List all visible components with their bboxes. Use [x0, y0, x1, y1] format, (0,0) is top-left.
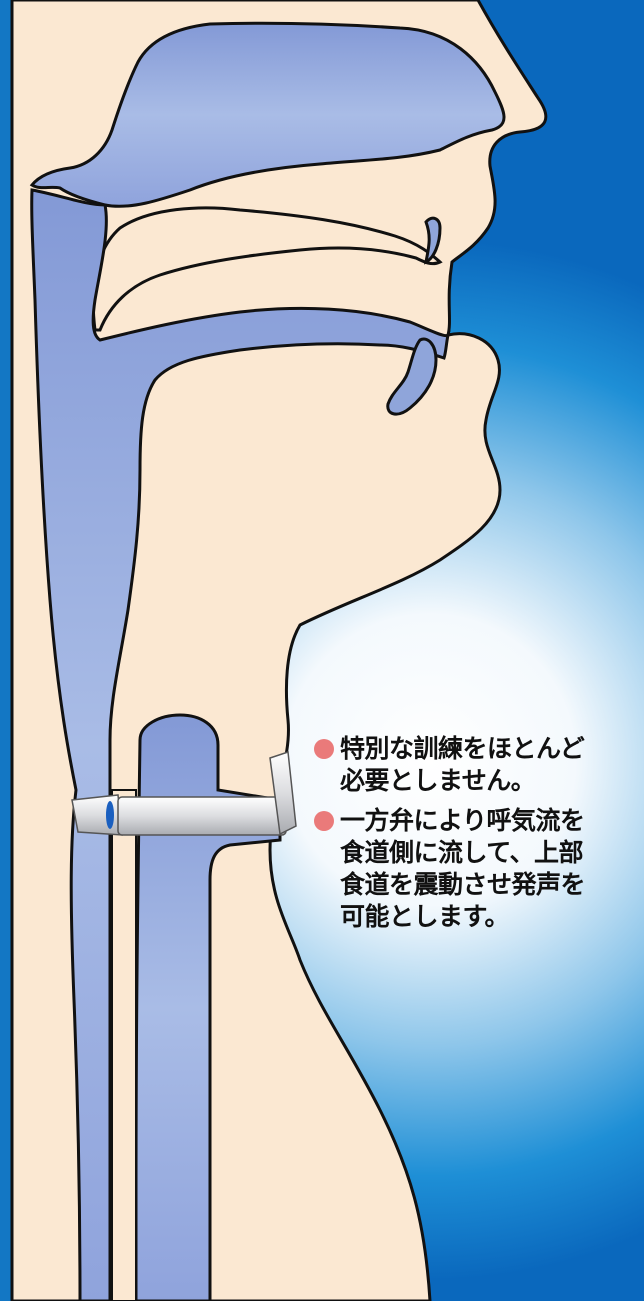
bullet-text-2: 一方弁により呼気流を 食道側に流して、上部 食道を震動させ発声を 可能とします。 [340, 805, 585, 933]
bullet-2-line-3: 食道を震動させ発声を [340, 869, 585, 901]
left-border [0, 0, 12, 1301]
prosthesis-rear-flange [72, 795, 122, 835]
bullet-dot [314, 739, 334, 759]
valve-tip [106, 801, 114, 829]
bullet-text-1: 特別な訓練をほとんど 必要としません。 [340, 733, 584, 797]
voice-prosthesis-tube [118, 797, 286, 835]
tracheoesophageal-wall [112, 790, 136, 1301]
bullet-2-line-1: 一方弁により呼気流を [340, 805, 585, 837]
bullet-2-line-2: 食道側に流して、上部 [340, 837, 585, 869]
bullet-dot [314, 811, 334, 831]
bullet-item-1: 特別な訓練をほとんど 必要としません。 [314, 733, 634, 797]
bullet-1-line-2: 必要としません。 [340, 765, 584, 797]
bullet-2-line-4: 可能とします。 [340, 901, 585, 933]
bullet-1-line-1: 特別な訓練をほとんど [340, 733, 584, 765]
bullet-item-2: 一方弁により呼気流を 食道側に流して、上部 食道を震動させ発声を 可能とします。 [314, 805, 634, 933]
caption-block: 特別な訓練をほとんど 必要としません。 一方弁により呼気流を 食道側に流して、上… [314, 733, 634, 941]
